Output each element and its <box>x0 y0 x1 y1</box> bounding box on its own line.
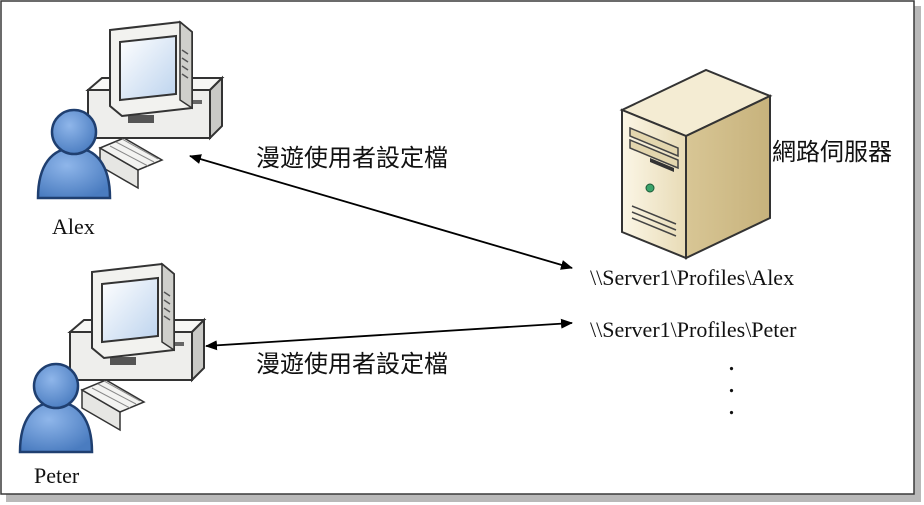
tower-server-icon <box>619 68 773 260</box>
more-dot-3: . <box>728 390 735 421</box>
user-person-icon <box>36 108 112 200</box>
computer-icon-alex <box>36 20 225 200</box>
user-person-icon <box>18 362 94 454</box>
sync-arrow-alex <box>189 154 573 270</box>
computer-icon-peter <box>18 262 207 454</box>
user-name-alex: Alex <box>52 214 95 239</box>
user-name-peter: Peter <box>34 463 80 488</box>
desktop-computer-icon <box>67 262 207 432</box>
more-dot-1: . <box>728 346 735 377</box>
profile-path-alex: \\Server1\Profiles\Alex <box>590 265 794 290</box>
server-label: 網路伺服器 <box>772 138 892 166</box>
more-dot-2: . <box>728 368 735 399</box>
link-label-alex: 漫遊使用者設定檔 <box>256 144 448 172</box>
desktop-computer-icon <box>85 20 225 190</box>
sync-arrow-peter <box>205 318 573 351</box>
link-label-peter: 漫遊使用者設定檔 <box>256 350 448 378</box>
profile-path-peter: \\Server1\Profiles\Peter <box>590 317 797 342</box>
